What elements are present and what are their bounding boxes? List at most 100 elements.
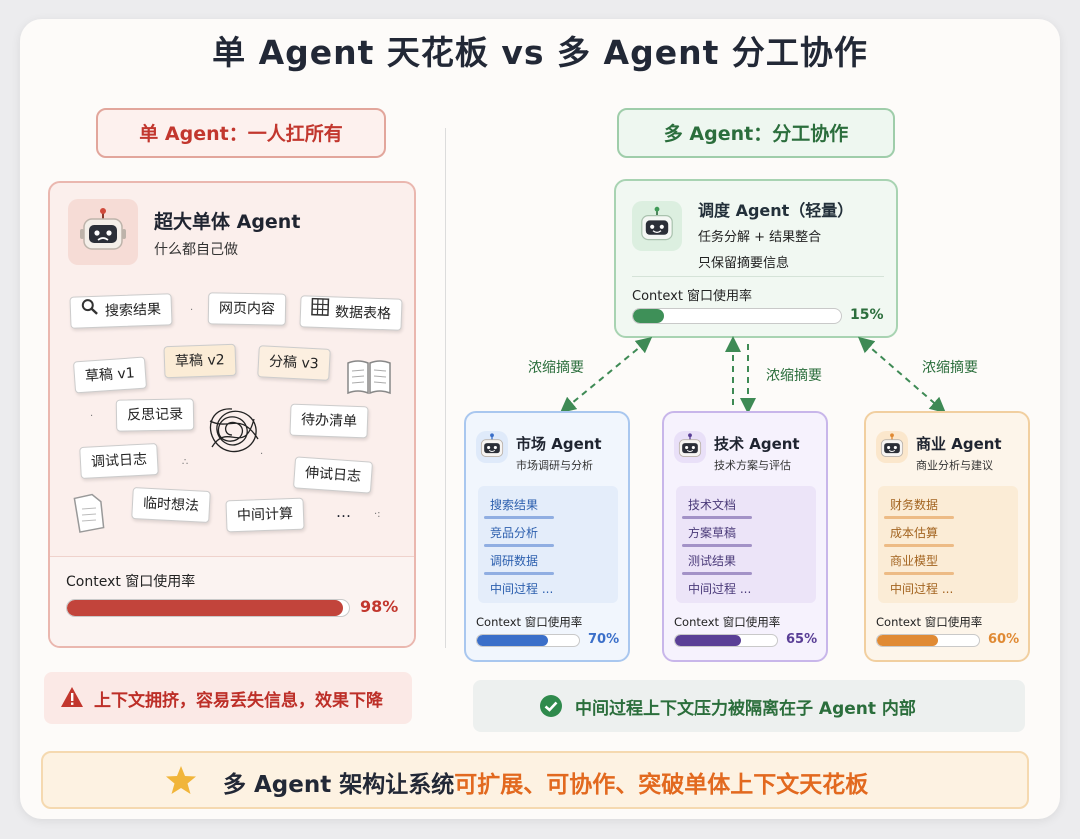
file-icon [72, 493, 106, 537]
agent-subtitle: 市场调研与分析 [516, 459, 593, 472]
warning-icon [60, 686, 84, 712]
agent-subtitle: 商业分析与建议 [916, 459, 993, 472]
robot-icon [476, 431, 508, 463]
single-agent-subtitle: 什么都自己做 [154, 242, 238, 258]
section-divider [445, 128, 446, 648]
agent-context-list: 技术文档方案草稿测试结果中间过程 ... [676, 486, 816, 603]
isolation-text: 中间过程上下文压力被隔离在子 Agent 内部 [575, 699, 916, 719]
list-item: 中间过程 ... [890, 582, 954, 596]
note-ellipsis: … [336, 503, 351, 521]
footer-banner: 多 Agent 架构让系统可扩展、可协作、突破单体上下文天花板 [41, 751, 1029, 809]
single-agent-title: 超大单体 Agent [154, 211, 301, 233]
list-item: 中间过程 ... [490, 582, 554, 596]
scatter-dot: · [260, 449, 264, 460]
arrow-biz [857, 336, 947, 414]
item-underline [884, 544, 954, 547]
usage-bar-track [876, 634, 980, 647]
orchestrator-title: 调度 Agent（轻量） [698, 201, 854, 220]
usage-label: Context 窗口使用率 [632, 289, 753, 304]
orchestrator-line1: 任务分解 + 结果整合 [698, 230, 822, 245]
footer-prefix: 多 Agent 架构让系统 [223, 772, 455, 798]
single-agent-header: 单 Agent：一人扛所有 [96, 108, 386, 158]
single-agent-panel: 超大单体 Agent 什么都自己做 搜索结果 网页内容 数据表格 草稿 v1 草… [48, 181, 416, 648]
single-context-usage: Context 窗口使用率 98% [50, 556, 414, 646]
usage-label: Context 窗口使用率 [66, 574, 196, 590]
note-data-table: 数据表格 [299, 295, 403, 331]
arrow-label-biz: 浓缩摘要 [922, 360, 978, 376]
usage-percent: 98% [360, 597, 399, 616]
item-underline [484, 544, 554, 547]
business-agent-card: 商业 Agent 商业分析与建议财务数据成本估算商业模型中间过程 ... Conte… [864, 411, 1030, 662]
list-item: 竞品分析 [490, 526, 539, 540]
robot-icon [876, 431, 908, 463]
usage-bar-track [632, 308, 842, 324]
list-item: 商业模型 [890, 554, 939, 568]
list-item: 中间过程 ... [688, 582, 752, 596]
usage-percent: 60% [988, 632, 1020, 647]
usage-bar-fill [633, 309, 665, 323]
search-icon [81, 297, 100, 328]
robot-icon [674, 431, 706, 463]
agent-subtitle: 技术方案与评估 [714, 459, 791, 472]
list-item: 方案草稿 [688, 526, 737, 540]
table-icon [311, 297, 330, 328]
tech-agent-card: 技术 Agent 技术方案与评估技术文档方案草稿测试结果中间过程 ... Conte… [662, 411, 828, 662]
usage-bar-track [476, 634, 580, 647]
check-circle-icon [539, 694, 563, 722]
usage-label: Context 窗口使用率 [476, 615, 583, 629]
list-item: 财务数据 [890, 498, 939, 512]
footer-highlight: 可扩展、可协作、突破单体上下文天花板 [454, 772, 869, 798]
scatter-dot: ∴ [182, 457, 189, 468]
usage-bar-fill [477, 635, 549, 646]
usage-bar-fill [877, 635, 939, 646]
orchestrator-agent-card: 调度 Agent（轻量） 任务分解 + 结果整合 只保留摘要信息 Context… [614, 179, 898, 338]
item-underline [884, 516, 954, 519]
market-agent-card: 市场 Agent 市场调研与分析搜索结果竞品分析调研数据中间过程 ... Conte… [464, 411, 630, 662]
footer-text: 多 Agent 架构让系统可扩展、可协作、突破单体上下文天花板 [223, 765, 868, 799]
item-underline [682, 516, 752, 519]
arrow-label-market: 浓缩摘要 [528, 360, 584, 376]
usage-label: Context 窗口使用率 [674, 615, 781, 629]
usage-percent: 15% [850, 307, 884, 323]
multi-agent-header: 多 Agent：分工协作 [617, 108, 895, 158]
list-item: 测试结果 [688, 554, 737, 568]
scatter-dot: ·: [374, 509, 381, 520]
usage-bar-track [674, 634, 778, 647]
star-icon [165, 765, 197, 799]
list-item: 技术文档 [688, 498, 737, 512]
agent-title: 商业 Agent [916, 435, 1002, 453]
separator [632, 276, 884, 277]
usage-percent: 70% [588, 632, 620, 647]
item-underline [484, 516, 554, 519]
scatter-dot: · [190, 305, 194, 316]
item-underline [484, 572, 554, 575]
isolation-banner: 中间过程上下文压力被隔离在子 Agent 内部 [473, 680, 1025, 732]
agent-context-list: 搜索结果竞品分析调研数据中间过程 ... [478, 486, 618, 603]
item-underline [884, 572, 954, 575]
usage-label: Context 窗口使用率 [876, 615, 983, 629]
list-item: 调研数据 [490, 554, 539, 568]
document-icon [346, 357, 394, 401]
usage-bar-track [66, 599, 350, 617]
item-underline [682, 572, 752, 575]
robot-icon [68, 199, 138, 265]
arrow-label-tech: 浓缩摘要 [766, 368, 822, 384]
tangle-scribble [209, 408, 259, 453]
usage-bar-fill [67, 600, 344, 616]
orchestrator-line2: 只保留摘要信息 [698, 256, 790, 271]
list-item: 成本估算 [890, 526, 939, 540]
item-underline [682, 544, 752, 547]
agent-title: 技术 Agent [714, 435, 800, 453]
page-title: 单 Agent 天花板 vs 多 Agent 分工协作 [212, 33, 868, 72]
warning-banner: 上下文拥挤，容易丢失信息，效果下降 [44, 672, 412, 724]
scatter-dot: · [90, 411, 94, 422]
robot-icon [632, 201, 682, 251]
note-search-results: 搜索结果 [69, 293, 173, 329]
warning-text: 上下文拥挤，容易丢失信息，效果下降 [94, 691, 383, 711]
agent-title: 市场 Agent [516, 435, 602, 453]
list-item: 搜索结果 [490, 498, 539, 512]
agent-context-list: 财务数据成本估算商业模型中间过程 ... [878, 486, 1018, 603]
usage-bar-fill [675, 635, 742, 646]
usage-percent: 65% [786, 632, 818, 647]
